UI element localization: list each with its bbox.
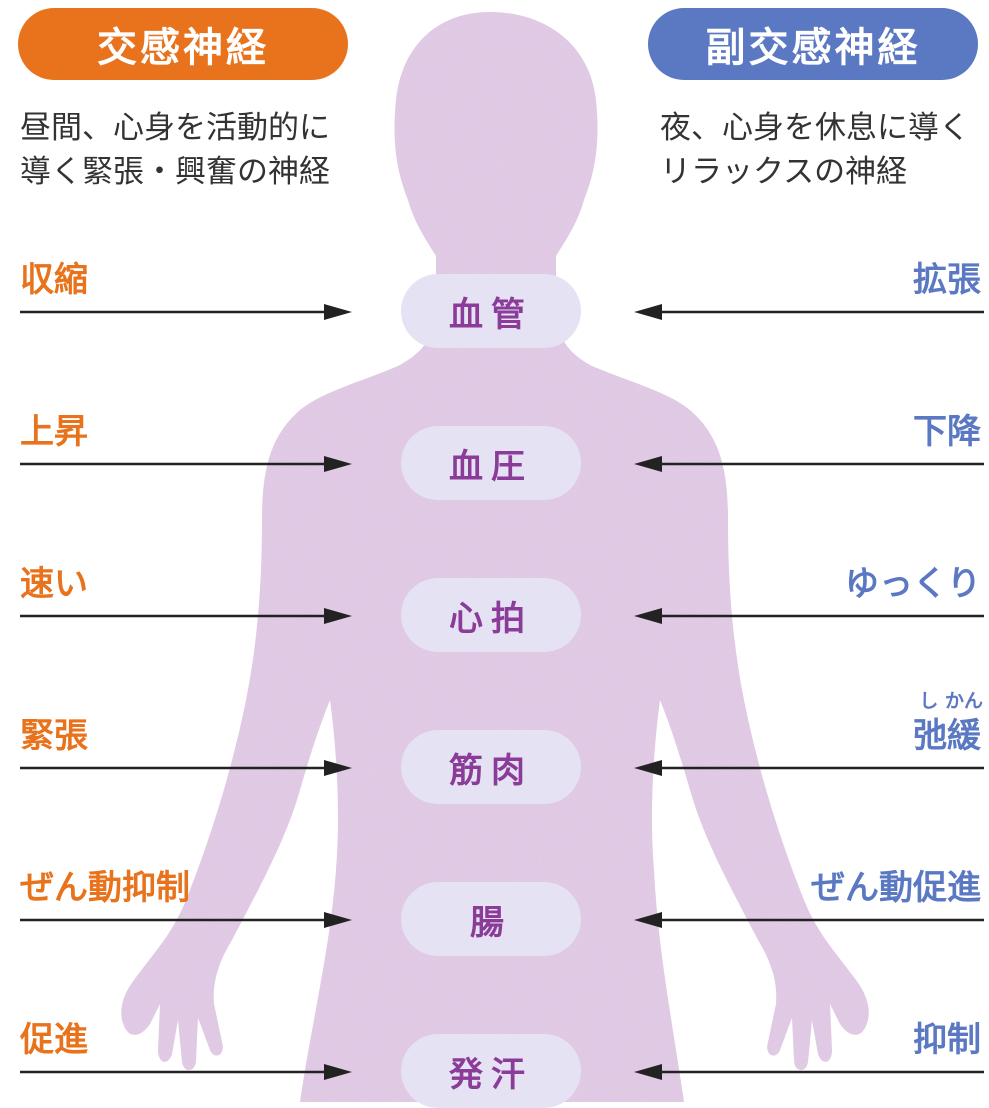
parasympathetic-arrow (634, 912, 984, 928)
sympathetic-effect-label: 上昇 (20, 412, 88, 452)
organ-label: 腸 (401, 882, 581, 956)
sympathetic-effect-label: 緊張 (20, 716, 88, 756)
sympathetic-title-badge: 交感神経 (18, 8, 348, 80)
parasympathetic-arrow (634, 760, 984, 776)
sympathetic-description: 昼間、心身を活動的に 導く緊張・興奮の神経 (20, 110, 330, 190)
sympathetic-arrow (20, 1064, 352, 1080)
organ-label: 発汗 (401, 1034, 581, 1108)
parasympathetic-effect-label: ゆっくり (845, 564, 981, 604)
sympathetic-arrow (20, 456, 352, 472)
parasympathetic-effect-label: ぜん動促進 (811, 868, 981, 908)
parasympathetic-effect-label: 抑制 (913, 1020, 981, 1060)
sympathetic-arrow (20, 304, 352, 320)
organ-label: 心拍 (401, 578, 581, 652)
parasympathetic-arrow (634, 456, 984, 472)
organ-label: 血圧 (401, 426, 581, 500)
parasympathetic-title-badge: 副交感神経 (648, 8, 978, 80)
sympathetic-effect-label: 促進 (20, 1020, 88, 1060)
sympathetic-effect-label: 速い (20, 564, 88, 604)
parasympathetic-arrow (634, 1064, 984, 1080)
parasympathetic-effect-label: 拡張 (913, 260, 981, 300)
parasympathetic-effect-ruby: し かん (919, 690, 983, 712)
sympathetic-title: 交感神経 (97, 25, 269, 71)
parasympathetic-effect-label: 弛緩 (913, 716, 981, 756)
sympathetic-arrow (20, 608, 352, 624)
parasympathetic-effect-label: 下降 (913, 412, 981, 452)
sympathetic-arrow (20, 912, 352, 928)
sympathetic-effect-label: ぜん動抑制 (20, 868, 190, 908)
parasympathetic-arrow (634, 608, 984, 624)
parasympathetic-description: 夜、心身を休息に導く リラックスの神経 (660, 110, 970, 190)
parasympathetic-title: 副交感神経 (705, 25, 921, 71)
parasympathetic-arrow (634, 304, 984, 320)
organ-label: 筋肉 (401, 730, 581, 804)
sympathetic-effect-label: 収縮 (20, 260, 88, 300)
sympathetic-arrow (20, 760, 352, 776)
organ-label: 血管 (401, 274, 581, 348)
